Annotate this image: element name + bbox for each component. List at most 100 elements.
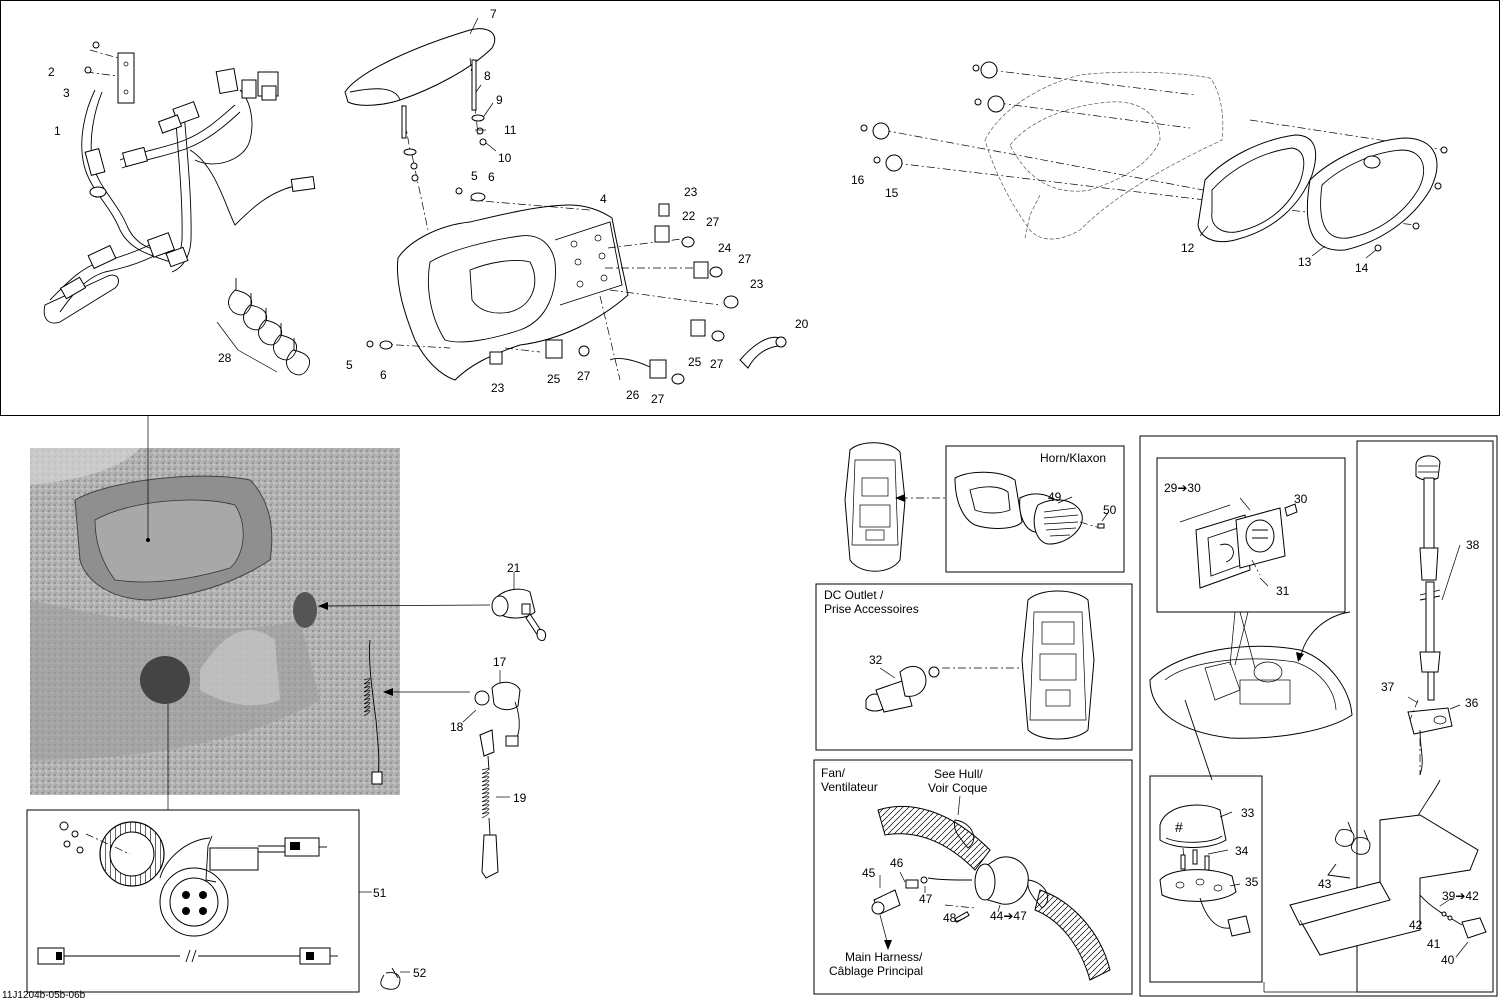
callout-25a: 25 <box>547 372 561 386</box>
callout-1: 1 <box>54 124 61 138</box>
callout-15: 15 <box>885 186 899 200</box>
callout-31: 31 <box>1276 584 1290 598</box>
boat-view <box>1149 611 1353 781</box>
callout-20: 20 <box>795 317 809 331</box>
callout-32: 32 <box>869 653 883 667</box>
callout-29: 29➔30 <box>1164 481 1201 495</box>
caption-fan-1: Fan/ <box>821 766 846 780</box>
right-panel-divider <box>1263 982 1357 993</box>
callout-27a: 27 <box>706 215 720 229</box>
callout-43: 43 <box>1318 877 1332 891</box>
section-captions: Horn/Klaxon DC Outlet / Prise Accessoire… <box>2 451 1106 1001</box>
callout-52: 52 <box>413 966 427 980</box>
callout-11: 11 <box>504 123 517 137</box>
vent-cover-box <box>1156 457 1346 613</box>
gauge-kit-box <box>26 809 372 993</box>
callout-27d: 27 <box>710 357 724 371</box>
fan-box <box>813 759 1133 995</box>
diagram-code: 11J1204b-05b-06b <box>2 990 86 1001</box>
tether-photo <box>363 639 383 785</box>
callout-14: 14 <box>1355 261 1369 275</box>
dc-hull-view <box>1021 590 1095 740</box>
caption-fan-2: Ventilateur <box>821 780 878 794</box>
cap-symbol: # <box>1175 819 1183 835</box>
callout-27e: 27 <box>651 392 665 406</box>
switches-and-fasteners <box>366 187 787 385</box>
callout-19: 19 <box>513 791 527 805</box>
callout-4: 4 <box>600 192 607 206</box>
callout-35: 35 <box>1245 875 1259 889</box>
horn-assembly <box>954 471 1109 545</box>
gauge-assembly <box>860 61 1448 259</box>
callout-18: 18 <box>450 720 464 734</box>
callout-labels: 1 2 3 4 5 5 6 6 7 8 9 10 11 12 13 14 15 … <box>48 7 1480 980</box>
key-switch <box>491 572 547 641</box>
callout-23c: 23 <box>491 381 505 395</box>
clamp-set <box>216 278 311 376</box>
rudder-box <box>1356 440 1494 993</box>
callout-5a: 5 <box>471 169 478 183</box>
vehicle-photo <box>30 448 400 795</box>
callout-41: 41 <box>1427 937 1441 951</box>
callout-12: 12 <box>1181 241 1195 255</box>
callout-42: 42 <box>1409 918 1423 932</box>
callout-22: 22 <box>682 209 696 223</box>
callout-47: 47 <box>919 892 933 906</box>
caption-see-hull-1: See Hull/ <box>934 767 983 781</box>
callout-26: 26 <box>626 388 640 402</box>
callout-34: 34 <box>1235 844 1249 858</box>
callout-49: 49 <box>1048 490 1062 504</box>
caption-dc-outlet-1: DC Outlet / <box>824 588 884 602</box>
caption-horn: Horn/Klaxon <box>1040 451 1106 465</box>
vent-cover <box>1179 497 1298 589</box>
callout-38: 38 <box>1466 538 1480 552</box>
callout-40: 40 <box>1441 953 1455 967</box>
callout-7: 7 <box>490 7 497 21</box>
callout-3: 3 <box>63 86 70 100</box>
dash-cover <box>344 17 497 231</box>
callout-16: 16 <box>851 173 865 187</box>
dc-outlet <box>865 665 1022 713</box>
horn-box <box>945 445 1125 573</box>
callout-24: 24 <box>718 241 732 255</box>
callout-21: 21 <box>507 561 521 575</box>
callout-39: 39➔42 <box>1442 889 1479 903</box>
caption-see-hull-2: Voir Coque <box>928 781 988 795</box>
callout-17: 17 <box>493 655 507 669</box>
callout-6a: 6 <box>488 170 495 184</box>
callout-8: 8 <box>484 69 491 83</box>
callout-45: 45 <box>862 866 876 880</box>
throttle-assembly <box>1289 455 1487 958</box>
console-housing <box>379 199 721 381</box>
callout-44: 44➔47 <box>990 909 1027 923</box>
callout-25b: 25 <box>688 355 702 369</box>
caption-dc-outlet-2: Prise Accessoires <box>824 602 919 616</box>
right-panel-box <box>1139 435 1498 997</box>
cap-assembly: # <box>1159 804 1251 937</box>
callout-28: 28 <box>218 351 232 365</box>
callout-27b: 27 <box>738 252 752 266</box>
callout-33: 33 <box>1241 806 1255 820</box>
caption-main-harness-2: Câblage Principal <box>829 964 923 978</box>
callout-27c: 27 <box>577 369 591 383</box>
photo-leaders <box>147 416 491 810</box>
caption-main-harness-1: Main Harness/ <box>845 950 923 964</box>
callout-50: 50 <box>1103 503 1117 517</box>
callout-2: 2 <box>48 65 55 79</box>
cap-box <box>1149 775 1263 983</box>
callout-37: 37 <box>1381 680 1395 694</box>
callout-9: 9 <box>496 93 503 107</box>
tether-switch <box>462 670 521 879</box>
wiring-harness <box>43 41 316 324</box>
callout-23a: 23 <box>684 185 698 199</box>
callout-5b: 5 <box>346 358 353 372</box>
callout-51: 51 <box>373 886 387 900</box>
callout-48: 48 <box>943 911 957 925</box>
callout-30: 30 <box>1294 492 1308 506</box>
dc-outlet-box <box>815 583 1133 751</box>
horn-hull-view <box>844 442 948 572</box>
callout-13: 13 <box>1298 255 1312 269</box>
fan-assembly <box>871 795 1111 981</box>
callout-46: 46 <box>890 856 904 870</box>
